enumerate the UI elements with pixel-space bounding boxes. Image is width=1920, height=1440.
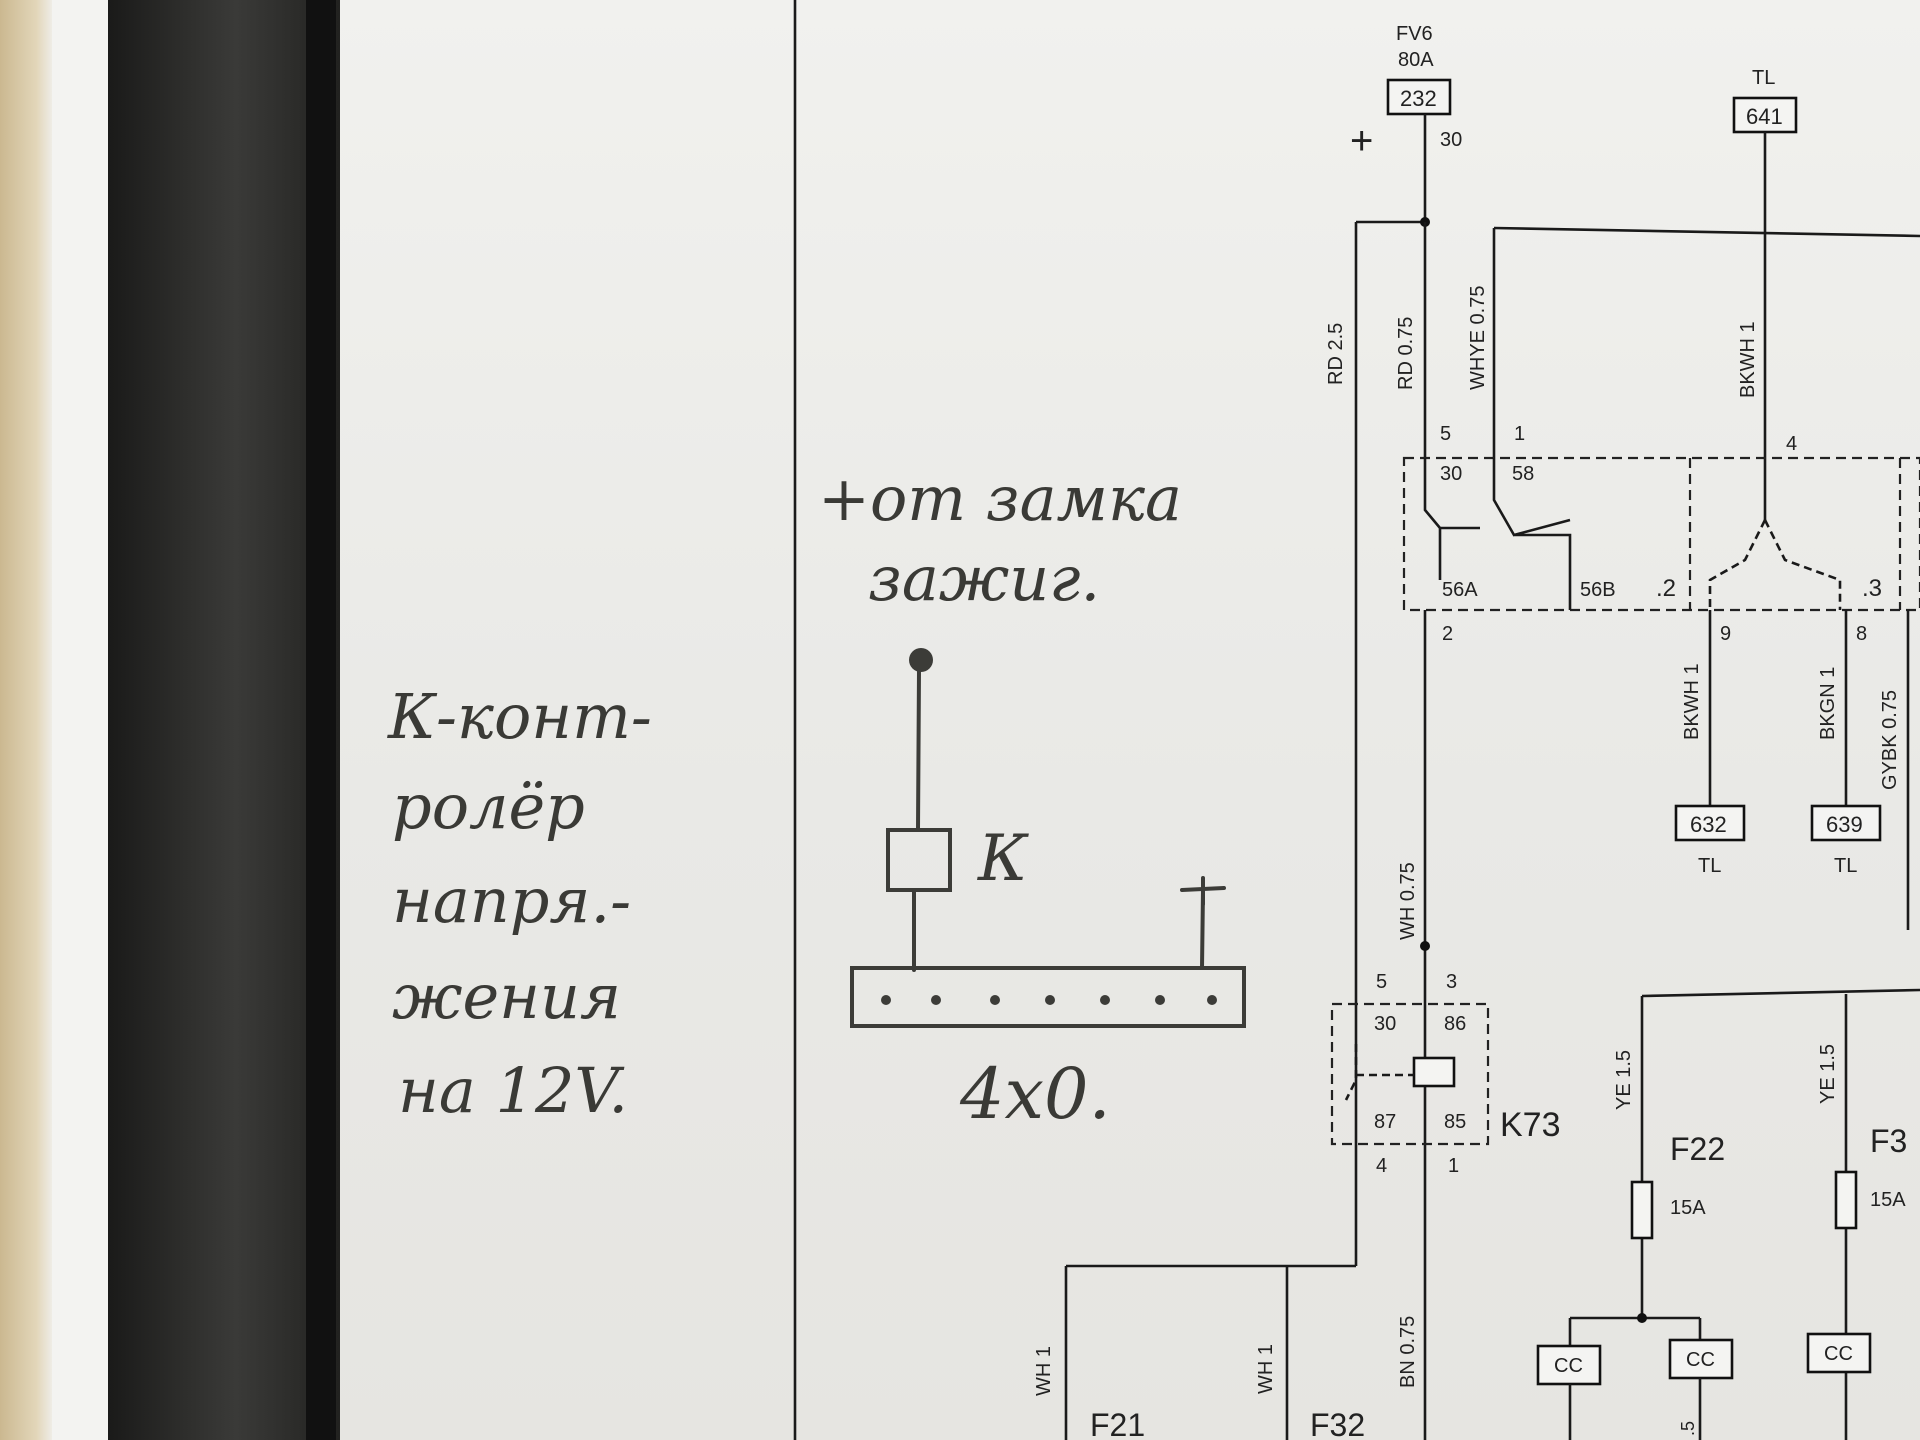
relay-term-30: 30 [1374, 1013, 1396, 1035]
relay-term-86: 86 [1444, 1013, 1466, 1035]
node-639-id: 639 [1826, 812, 1863, 837]
page-margin [52, 0, 108, 1440]
hw-relay-label: К [977, 822, 1029, 896]
fuse-f21-name: F21 [1090, 1407, 1145, 1440]
node-232-id: 232 [1400, 86, 1437, 111]
hw-connector-label: 4х0. [959, 1053, 1111, 1135]
label-ye15-a: YE 1.5 [1613, 1050, 1635, 1110]
fuse-f3-name: F3 [1870, 1123, 1907, 1159]
fuse-f32-name: F32 [1310, 1407, 1365, 1440]
switch-pin-4: 4 [1786, 433, 1797, 455]
node-641-box [1732, 96, 1798, 134]
hw-feed-line [916, 668, 921, 832]
switch-pin-2: 2 [1442, 623, 1453, 645]
label-gybk: GYBK 0.75 [1879, 690, 1901, 790]
node-232-box [1386, 78, 1452, 116]
label-ye15-b: YE 1.5 [1817, 1044, 1839, 1104]
hw-ignition-dot [909, 648, 933, 672]
switch-term-56a: 56A [1442, 579, 1478, 601]
switch-contact-1 [1423, 458, 1480, 580]
binder-shadow [306, 0, 336, 1440]
hw-relay-coil [886, 828, 952, 892]
junction-relay [1420, 941, 1430, 951]
hw-note-line2: ролёр [392, 770, 585, 843]
plus-mark: + [1350, 119, 1373, 163]
fuse-f22-body [1630, 1180, 1654, 1240]
node-639-box [1810, 804, 1882, 842]
relay-pin-5: 5 [1376, 971, 1387, 993]
relay-contact [1344, 1044, 1414, 1101]
switch-pin-9: 9 [1720, 623, 1731, 645]
node-639-below: TL [1834, 855, 1857, 877]
hw-note-line3: напря.- [392, 864, 631, 937]
hw-connector-pins [881, 995, 1217, 1005]
node-232-pin: 30 [1440, 129, 1462, 151]
node-632-id: 632 [1690, 812, 1727, 837]
relay-coil [1412, 1056, 1456, 1088]
switch-term-3: .3 [1862, 575, 1882, 602]
small-5-label: .5 [1678, 1421, 1698, 1436]
label-rd075: RD 0.75 [1395, 317, 1417, 390]
label-bkwh-top: BKWH 1 [1737, 321, 1759, 398]
switch-pin-8: 8 [1856, 623, 1867, 645]
hw-note-line4: жения [392, 960, 621, 1033]
node-641-above: TL [1752, 67, 1775, 89]
switch-pin-5: 5 [1440, 423, 1451, 445]
label-wh075: WH 0.75 [1397, 862, 1419, 940]
connector-cc-3-label: CC [1824, 1343, 1853, 1365]
hw-title-line2: зажиг. [868, 542, 1100, 615]
relay-term-87: 87 [1374, 1111, 1396, 1133]
wire-fuse-bus [1641, 988, 1920, 998]
hw-connector-block [850, 966, 1246, 1028]
node-632-below: TL [1698, 855, 1721, 877]
label-wh1-a: WH 1 [1033, 1346, 1055, 1396]
node-232-above2: 80A [1398, 49, 1434, 71]
junction-cc [1637, 1313, 1647, 1323]
hw-note-line5: на 12V. [398, 1054, 628, 1127]
switch-term-30: 30 [1440, 463, 1462, 485]
relay-pin-4: 4 [1376, 1155, 1387, 1177]
fuse-f3-body [1834, 1170, 1858, 1230]
label-bkgn: BKGN 1 [1817, 667, 1839, 740]
fuse-f22-name: F22 [1670, 1131, 1725, 1167]
hw-note-line1: К-конт- [387, 680, 652, 753]
switch-term-58: 58 [1512, 463, 1534, 485]
relay-pin-1: 1 [1448, 1155, 1459, 1177]
light-switch-box [1402, 456, 1920, 612]
relay-k73-box [1330, 1002, 1490, 1146]
relay-name: K73 [1500, 1106, 1561, 1144]
fuse-f22-rating: 15A [1670, 1197, 1706, 1219]
switch-term-2: .2 [1656, 575, 1676, 602]
label-bkwh-low: BKWH 1 [1681, 663, 1703, 740]
binder-strip [108, 0, 340, 1440]
node-232-above1: FV6 [1396, 23, 1433, 45]
hw-plus-symbol [1180, 876, 1226, 906]
label-rd25: RD 2.5 [1325, 323, 1347, 385]
label-wh1-b: WH 1 [1255, 1344, 1277, 1394]
switch-term-56b: 56B [1580, 579, 1616, 601]
hw-title-line1: +от замка [818, 462, 1182, 535]
connector-cc-3 [1806, 1332, 1872, 1374]
label-whye: WHYE 0.75 [1467, 286, 1489, 390]
relay-pin-3: 3 [1446, 971, 1457, 993]
connector-cc-2-label: CC [1686, 1349, 1715, 1371]
desk-edge [0, 0, 52, 1440]
label-bn075: BN 0.75 [1397, 1316, 1419, 1388]
wire-top-right [1493, 226, 1920, 238]
fuse-f3-rating: 15A [1870, 1189, 1906, 1211]
connector-cc-1-label: CC [1554, 1355, 1583, 1377]
relay-term-85: 85 [1444, 1111, 1466, 1133]
node-632-box [1674, 804, 1746, 842]
switch-pin-1: 1 [1514, 423, 1525, 445]
switch-contact-2 [1492, 458, 1572, 610]
node-641-id: 641 [1746, 104, 1783, 129]
connector-cc-1 [1536, 1344, 1602, 1386]
switch-contact-3 [1708, 519, 1842, 610]
